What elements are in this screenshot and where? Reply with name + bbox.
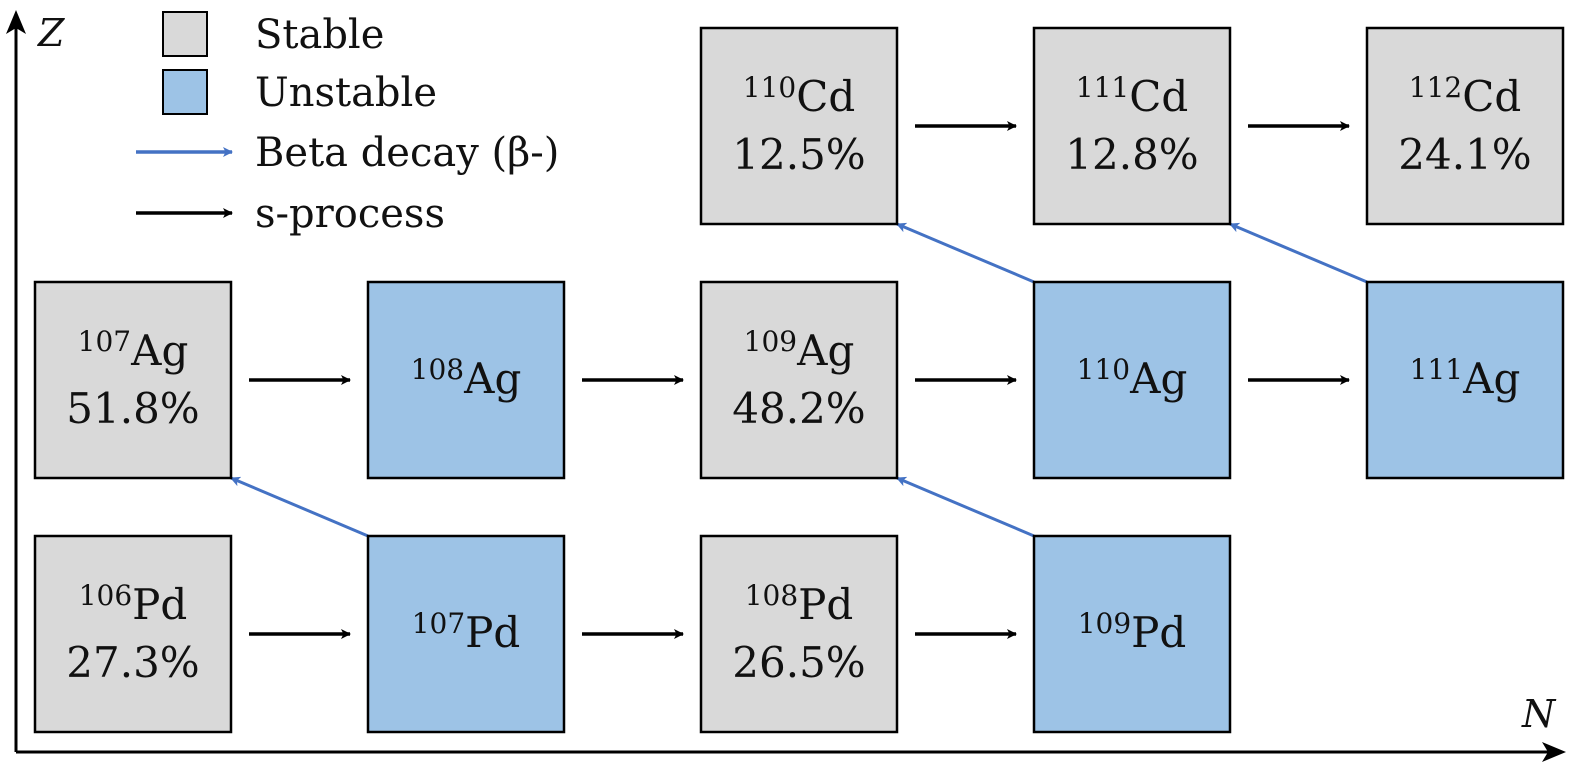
legend-stable-label: Stable	[255, 12, 384, 58]
mass-number: 111	[1410, 353, 1463, 386]
abundance-label: 48.2%	[732, 384, 865, 433]
legend-beta-label: Beta decay (β-)	[255, 130, 559, 176]
nuclide-cell	[33, 534, 233, 734]
legend-s-process-label: s-process	[255, 191, 445, 237]
mass-number: 107	[412, 607, 465, 640]
element-symbol: Ag	[796, 326, 854, 375]
mass-number: 108	[411, 353, 464, 386]
nuclide-cell	[1365, 280, 1565, 480]
mass-number: 112	[1409, 71, 1462, 104]
nuclide-box-cd111: 111Cd 12.8%	[1032, 26, 1232, 226]
nuclide-symbol: 108Ag	[411, 353, 522, 403]
z-axis-label: Z	[37, 11, 65, 55]
mass-number: 108	[745, 579, 798, 612]
element-symbol: Cd	[1462, 72, 1521, 121]
nuclide-cell	[1032, 26, 1232, 226]
legend-unstable-label: Unstable	[255, 70, 437, 116]
nuclide-boxes: 110Cd12.5%111Cd12.8%112Cd24.1%107Ag51.8%…	[33, 26, 1565, 734]
mass-number: 110	[743, 71, 796, 104]
element-symbol: Ag	[1129, 354, 1187, 403]
axes: Z N	[6, 10, 1566, 762]
nuclide-cell	[1032, 534, 1232, 734]
nuclide-box-ag110: 110Ag	[1032, 280, 1232, 480]
element-symbol: Ag	[130, 326, 188, 375]
beta-decay-arrow-pd107-ag107	[230, 476, 369, 538]
element-symbol: Ag	[463, 354, 521, 403]
nuclide-cell	[699, 26, 899, 226]
nuclide-symbol: 109Pd	[1078, 607, 1187, 657]
mass-number: 107	[78, 325, 131, 358]
nuclide-box-pd108: 108Pd 26.5%	[699, 534, 899, 734]
element-symbol: Cd	[796, 72, 855, 121]
nuclide-symbol: 110Cd	[743, 71, 855, 121]
abundance-label: 27.3%	[66, 638, 199, 687]
nuclide-symbol: 107Ag	[78, 325, 189, 375]
nuclide-cell	[699, 280, 899, 480]
nuclide-cell	[366, 534, 566, 734]
element-symbol: Pd	[1131, 608, 1186, 657]
nuclide-box-ag108: 108Ag	[366, 280, 566, 480]
nuclide-box-ag107: 107Ag 51.8%	[33, 280, 233, 480]
abundance-label: 24.1%	[1398, 130, 1531, 179]
nuclide-symbol: 111Cd	[1076, 71, 1188, 121]
z-axis-arrowhead	[6, 10, 26, 34]
n-axis-arrowhead	[1542, 742, 1566, 762]
nuclide-cell	[33, 280, 233, 480]
element-symbol: Ag	[1462, 354, 1520, 403]
nuclide-box-ag109: 109Ag 48.2%	[699, 280, 899, 480]
nuclide-symbol: 109Ag	[744, 325, 855, 375]
abundance-label: 26.5%	[732, 638, 865, 687]
nuclide-box-pd106: 106Pd 27.3%	[33, 534, 233, 734]
mass-number: 110	[1077, 353, 1130, 386]
element-symbol: Pd	[132, 580, 187, 629]
element-symbol: Cd	[1129, 72, 1188, 121]
nuclide-box-ag111: 111Ag	[1365, 280, 1565, 480]
mass-number: 109	[1078, 607, 1131, 640]
nuclide-box-cd110: 110Cd 12.5%	[699, 26, 899, 226]
nuclide-box-pd109: 109Pd	[1032, 534, 1232, 734]
n-axis-label: N	[1521, 692, 1557, 736]
nuclide-symbol: 108Pd	[745, 579, 854, 629]
abundance-label: 12.8%	[1065, 130, 1198, 179]
element-symbol: Pd	[798, 580, 853, 629]
abundance-label: 51.8%	[66, 384, 199, 433]
nuclide-symbol: 110Ag	[1077, 353, 1188, 403]
abundance-label: 12.5%	[732, 130, 865, 179]
beta-decay-arrow-ag110-cd110	[896, 222, 1035, 284]
nuclide-cell	[366, 280, 566, 480]
legend-unstable-swatch	[162, 69, 208, 115]
element-symbol: Pd	[465, 608, 520, 657]
nuclide-cell	[1365, 26, 1565, 226]
mass-number: 109	[744, 325, 797, 358]
nuclide-box-cd112: 112Cd 24.1%	[1365, 26, 1565, 226]
mass-number: 111	[1076, 71, 1129, 104]
nuclide-symbol: 106Pd	[79, 579, 188, 629]
nuclide-symbol: 107Pd	[412, 607, 521, 657]
nuclide-symbol: 112Cd	[1409, 71, 1521, 121]
nuclide-cell	[699, 534, 899, 734]
nuclide-box-pd107: 107Pd	[366, 534, 566, 734]
nuclide-cell	[1032, 280, 1232, 480]
nuclide-symbol: 111Ag	[1410, 353, 1521, 403]
beta-decay-arrow-pd109-ag109	[896, 476, 1035, 538]
legend: Stable Unstable Beta decay (β-) s-proces…	[136, 11, 559, 237]
legend-stable-swatch	[162, 11, 208, 57]
beta-decay-arrow-ag111-cd111	[1229, 222, 1368, 284]
mass-number: 106	[79, 579, 132, 612]
arrows-layer	[230, 121, 1368, 639]
